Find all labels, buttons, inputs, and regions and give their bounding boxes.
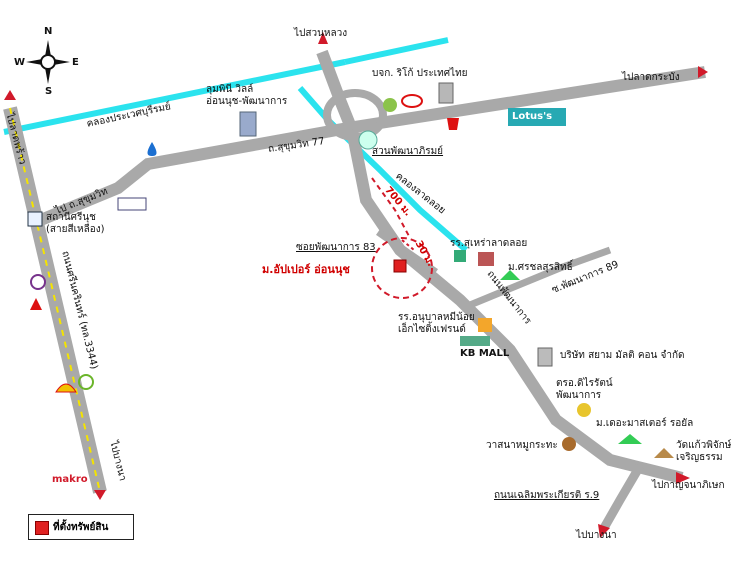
compass-icon	[26, 40, 70, 84]
label-company-siam: บริษัท สยาม มัลติ คอน จำกัด	[560, 350, 685, 361]
company-building-icon	[537, 347, 553, 367]
compass-n: N	[44, 26, 53, 37]
label-soi-phatthanakan83: ซอยพัฒนาการ 83	[296, 242, 376, 253]
shell-icon	[55, 383, 77, 393]
label-road-chaloem: ถนนเฉลิมพระเกียรติ ร.9	[494, 490, 600, 501]
canal-prawet-line-east	[344, 37, 449, 65]
kb-mall-icon	[460, 336, 490, 346]
legend: ที่ตั้งทรัพย์สิน	[28, 514, 134, 540]
label-to-suan-luang: ไปสวนหลวง	[294, 28, 348, 39]
park-icon	[358, 130, 378, 150]
ptt-icon	[383, 98, 397, 112]
property-circle	[371, 237, 433, 299]
house-icon	[500, 270, 520, 280]
canal-prawet-line	[3, 59, 346, 135]
soi-phatthanakan83	[376, 229, 438, 275]
label-temple: วัดแก้วพิจักษ์ เจริญธรรม	[676, 440, 732, 463]
label-lumpini: ลุมพินี วิลล์ อ่อนนุช-พัฒนาการ	[206, 84, 288, 107]
label-master-royal: ม.เดอะมาสเตอร์ รอยัล	[596, 418, 694, 429]
label-to-bangna-bottom: ไปบางนา	[576, 530, 617, 541]
legend-swatch	[35, 521, 49, 535]
arrow-kanchanaphisek	[676, 472, 690, 484]
label-kindergarten: รร.อนุบาลหมีน้อย เอ็กไซติ้งเฟรนด์	[398, 312, 475, 335]
toyota-icon	[401, 94, 423, 108]
arrow-bangna-bottom	[598, 524, 610, 538]
chaloem-road	[600, 463, 644, 531]
arrow-latphrao	[4, 90, 16, 100]
legend-text: ที่ตั้งทรัพย์สิน	[53, 522, 109, 533]
arrow-lat-krabang	[698, 66, 708, 78]
honda-icon	[447, 118, 459, 130]
label-ban-surasit: ม.ศรชลสุรสิทธิ์	[508, 262, 573, 273]
compass-s: S	[45, 86, 53, 97]
distance-700-path	[371, 177, 411, 239]
label-ricoh: บจก. ริโก้ ประเทศไทย	[372, 68, 468, 79]
soi-phatthanakan89	[468, 246, 612, 309]
lumpini-building-icon	[239, 111, 257, 137]
kindergarten-icon	[478, 318, 492, 332]
label-bbq: วาสนาหมูกระทะ	[486, 440, 558, 451]
label-school-phatthanakan: ตรอ.ดิไรรัตน์ พัฒนาการ	[556, 378, 613, 401]
school-icon	[454, 250, 466, 262]
ricoh-building-icon	[438, 82, 454, 104]
inspection-icon	[577, 403, 591, 417]
label-to-lat-krabang: ไปลาดกระบัง	[622, 72, 680, 83]
label-suan-phatthana: สวนพัฒนาภิรมย์	[372, 146, 444, 157]
gas-station-logo	[117, 197, 147, 211]
building-icon	[478, 252, 494, 266]
bangchak-icon	[78, 374, 94, 390]
temple-icon	[654, 448, 674, 458]
lotus-logo-bg	[508, 108, 566, 126]
label-station-si-nut: สถานีศรีนุช (สายสีเหลือง)	[46, 212, 105, 235]
station-icon	[27, 211, 43, 227]
canal-lat-loi-line	[297, 86, 468, 253]
label-lotus: Lotus's	[512, 111, 553, 122]
label-to-kanchanaphisek: ไปกาญจนาภิเษก	[652, 480, 725, 491]
bbq-icon	[562, 437, 576, 451]
compass-w: W	[14, 57, 26, 68]
property-marker	[393, 259, 407, 273]
label-makro: makro	[52, 474, 88, 485]
arrow-bangna-left	[94, 490, 106, 500]
sukhumvit77-road	[33, 66, 706, 228]
ptt-drop-icon	[147, 142, 157, 156]
mitsubishi-icon	[30, 298, 42, 310]
compass-e: E	[72, 57, 79, 68]
logo-circle-icon	[30, 274, 46, 290]
label-property-name: ม.อัปเปอร์ อ่อนนุช	[262, 263, 350, 276]
srinagarindra-centerline	[9, 107, 101, 493]
label-school-lat-loi: รร.สุเหร่าลาดลอย	[450, 238, 528, 249]
arrow-suan-luang	[318, 32, 328, 44]
distance-30-path	[401, 239, 415, 251]
label-kb-mall: KB MALL	[460, 348, 510, 359]
master-royal-house-icon	[618, 434, 642, 444]
